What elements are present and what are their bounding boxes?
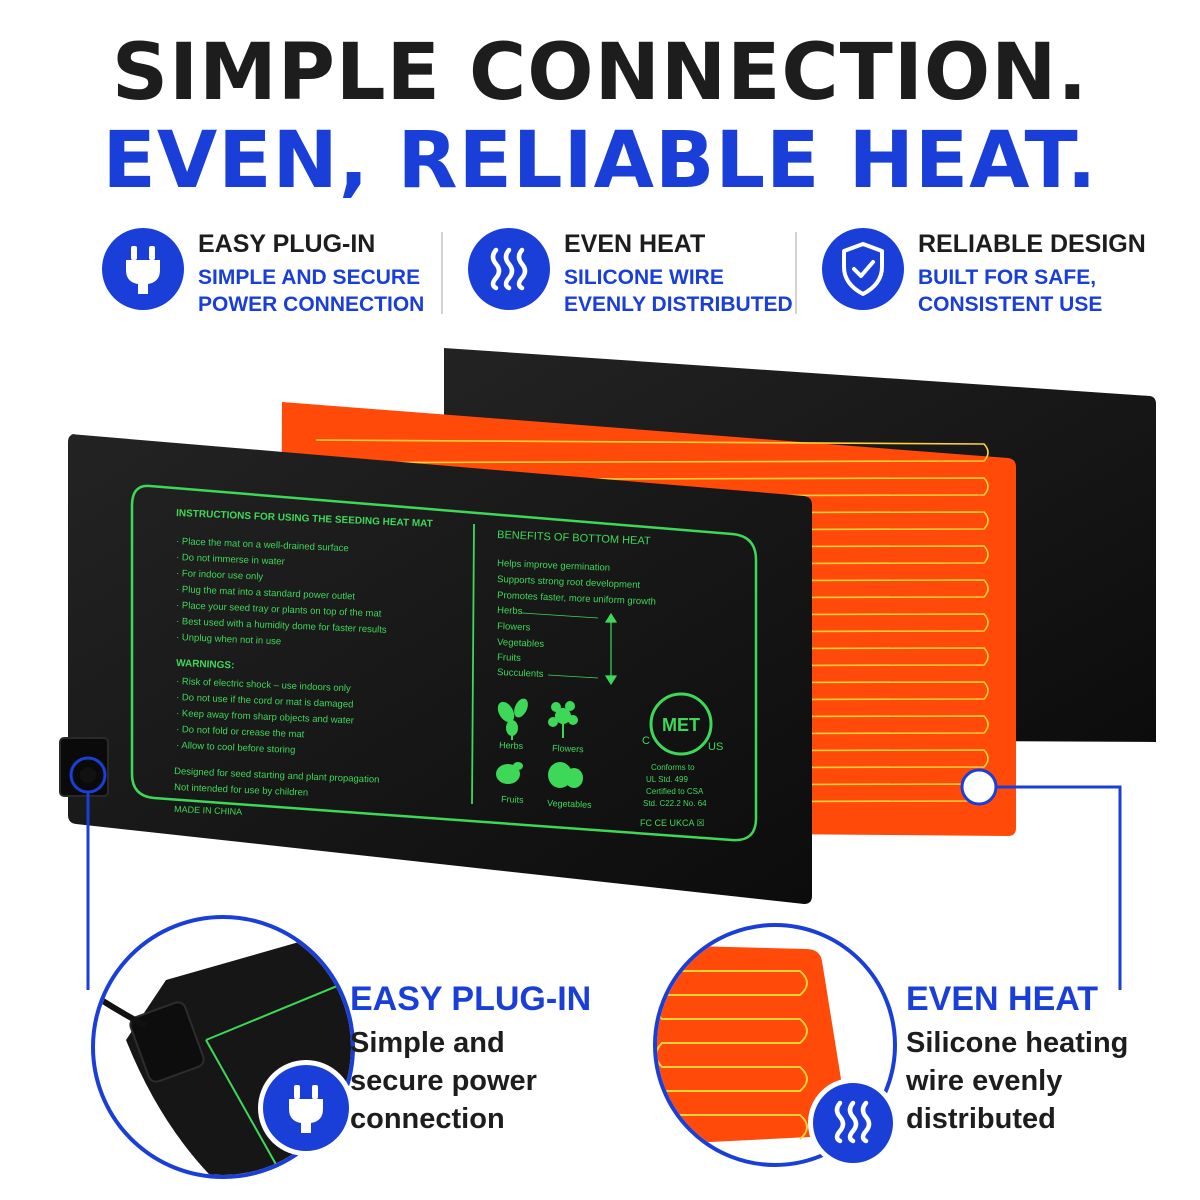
front-label-layer (68, 434, 812, 904)
plant-scale-item: Flowers (497, 621, 531, 633)
instruction-line: · Unplug when not in use (176, 632, 281, 647)
plug-icon (258, 1060, 354, 1156)
headline-line-1: SIMPLE CONNECTION. (111, 28, 1089, 118)
instruction-line: · For indoor use only (176, 568, 264, 583)
callout-body-heat: Silicone heating wire evenly distributed (906, 1024, 1128, 1138)
met-mark-text: MET (662, 715, 700, 735)
made-in-label: MADE IN CHINA (174, 804, 242, 817)
feature-divider (795, 232, 797, 314)
plug-socket (80, 767, 96, 783)
conformity-line: Std. C22.2 No. 64 (643, 799, 707, 808)
plant-scale-item: Vegetables (497, 637, 545, 650)
instruction-line: · Do not immerse in water (176, 552, 285, 568)
plant-scale-arrow (521, 612, 618, 686)
callout-line: distributed (906, 1103, 1056, 1135)
met-c-text: C (642, 735, 650, 747)
icon-label: Fruits (501, 794, 524, 805)
icon-label: Vegetables (547, 798, 592, 810)
plug-icon (102, 228, 184, 310)
feature-title: EVEN HEAT (564, 230, 706, 258)
benefit-line: Helps improve germination (497, 558, 610, 574)
plant-scale-item: Fruits (497, 652, 521, 664)
headline-line-2: EVEN, RELIABLE HEAT. (102, 116, 1098, 206)
plug-closeup-circle (91, 915, 355, 1179)
feature-divider (441, 232, 443, 314)
label-divider (471, 523, 475, 805)
plant-scale-item: Herbs (497, 605, 523, 617)
warning-line: · Allow to cool before storing (176, 740, 296, 756)
feature-subtitle-line-1: SIMPLE AND SECURE (198, 266, 421, 289)
flowers-icon (548, 701, 578, 738)
met-us-text: US (708, 741, 723, 753)
feature-subtitle-line-2: EVENLY DISTRIBUTED (564, 293, 793, 316)
feature-subtitle-line-2: CONSISTENT USE (918, 293, 1103, 316)
feature-reliable-design: RELIABLE DESIGN BUILT FOR SAFE, CONSISTE… (822, 226, 1146, 322)
fruits-icon (496, 762, 523, 784)
callout-line: Silicone heating (906, 1027, 1129, 1059)
feature-subtitle: SILICONE WIRE EVENLY DISTRIBUTED (564, 264, 793, 318)
feature-easy-plug-in: EASY PLUG-IN SIMPLE AND SECURE POWER CON… (102, 226, 432, 322)
feature-subtitle-line-1: SILICONE WIRE (564, 266, 724, 289)
callout-line: wire evenly (906, 1065, 1063, 1097)
conformity-line: Conforms to (651, 763, 695, 772)
callout-line: connection (350, 1103, 505, 1135)
warning-line: · Do not fold or crease the mat (176, 724, 305, 740)
heat-waves-icon (808, 1078, 898, 1168)
heat-mat-layers-illustration: INSTRUCTIONS FOR USING THE SEEDING HEAT … (59, 348, 1156, 904)
herbs-icon (497, 698, 528, 740)
feature-even-heat: EVEN HEAT SILICONE WIRE EVENLY DISTRIBUT… (468, 226, 793, 322)
feature-title: RELIABLE DESIGN (918, 230, 1146, 258)
callout-body-plug: Simple and secure power connection (350, 1024, 537, 1138)
feature-title: EASY PLUG-IN (198, 230, 376, 258)
met-certification-mark (649, 692, 713, 756)
cert-marks: FC CE UKCA ☒ (640, 818, 705, 828)
callout-title-heat: EVEN HEAT (906, 980, 1099, 1018)
icon-label: Herbs (499, 740, 524, 751)
heater-highlight-marker (960, 768, 998, 806)
feature-subtitle-line-2: POWER CONNECTION (198, 293, 425, 316)
feature-subtitle: SIMPLE AND SECURE POWER CONNECTION (198, 264, 424, 318)
feature-subtitle-line-1: BUILT FOR SAFE, (918, 266, 1097, 289)
icon-label: Flowers (552, 743, 584, 754)
shield-check-icon (822, 228, 904, 310)
callout-line: Simple and (350, 1027, 505, 1059)
feature-subtitle: BUILT FOR SAFE, CONSISTENT USE (918, 264, 1102, 318)
label-border (130, 484, 758, 842)
callout-title-plug: EASY PLUG-IN (350, 980, 592, 1018)
conformity-line: Certified to CSA (646, 787, 704, 796)
callout-line: secure power (350, 1065, 537, 1097)
callout-connectors (86, 785, 1122, 990)
conformity-line: UL Std. 499 (646, 775, 689, 784)
vegetables-icon (548, 762, 583, 788)
plant-scale-item: Succulents (497, 667, 544, 680)
heat-waves-icon (468, 228, 550, 310)
warnings-title: WARNINGS: (176, 658, 235, 671)
